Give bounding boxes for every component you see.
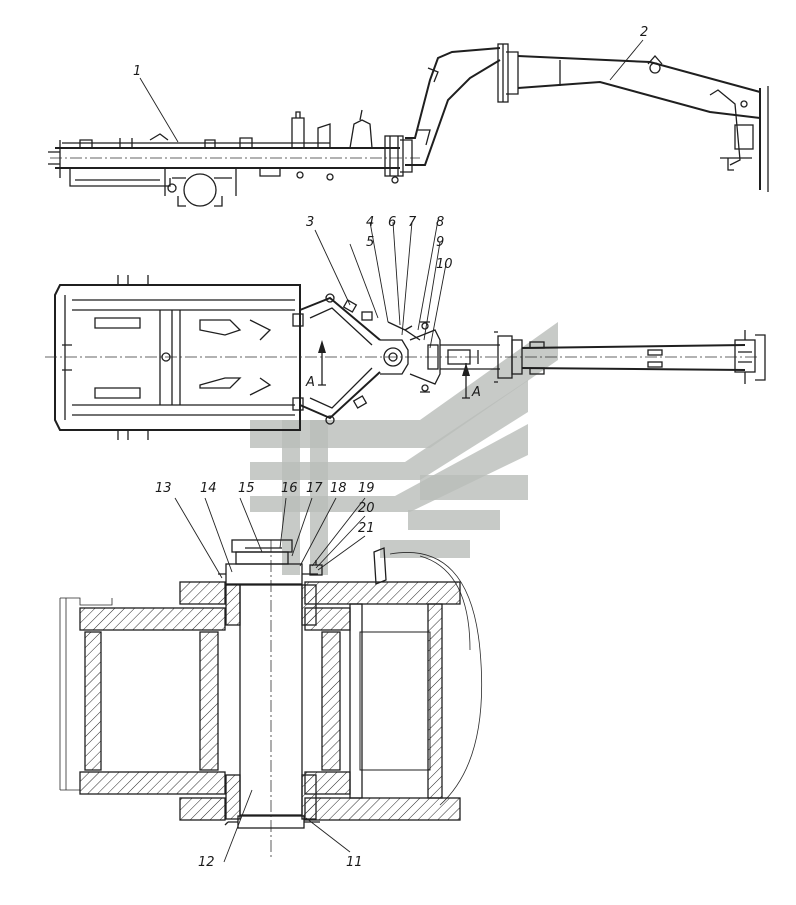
callout-16: 16 (281, 481, 298, 496)
callout-13: 13 (155, 481, 172, 496)
leader-14 (204, 497, 233, 573)
callout-20: 20 (358, 501, 375, 516)
leader-15 (239, 497, 263, 553)
callout-12: 12 (198, 855, 215, 870)
callout-1: 1 (133, 64, 141, 79)
leader-12 (223, 789, 253, 863)
callout-6: 6 (388, 215, 396, 230)
callout-labels: 1 2 3 4 5 6 7 8 9 10 11 12 13 14 15 16 1… (133, 25, 648, 870)
callout-9: 9 (436, 235, 444, 250)
section-view (59, 497, 483, 863)
callout-17: 17 (306, 481, 323, 496)
callout-7: 7 (408, 215, 417, 230)
leader-11 (305, 817, 351, 853)
callout-4: 4 (366, 215, 374, 230)
side-view (48, 39, 769, 207)
leader-7 (401, 221, 413, 336)
callout-2: 2 (640, 25, 648, 40)
leader-3 (314, 229, 351, 306)
leader-2 (609, 39, 644, 81)
section-mark-right: A (471, 385, 481, 400)
leader-17 (291, 497, 313, 557)
leader-8 (417, 219, 439, 331)
leader-5 (349, 243, 379, 319)
section-mark-left: A (305, 375, 315, 390)
callout-19: 19 (358, 481, 375, 496)
callout-11: 11 (346, 855, 363, 870)
leader-16 (279, 497, 287, 549)
callout-18: 18 (330, 481, 347, 496)
callout-15: 15 (238, 481, 255, 496)
callout-8: 8 (436, 215, 444, 230)
leader-21 (317, 535, 366, 571)
callout-10: 10 (436, 257, 453, 272)
leader-19 (311, 497, 366, 567)
callout-21: 21 (358, 521, 375, 536)
leader-4 (369, 221, 389, 323)
leader-13 (174, 497, 223, 579)
leader-18 (299, 497, 337, 567)
leader-9 (423, 241, 441, 341)
callout-14: 14 (200, 481, 217, 496)
watermark-logo (250, 322, 558, 575)
callout-3: 3 (306, 215, 314, 230)
top-view (45, 219, 766, 440)
callout-5: 5 (366, 235, 374, 250)
leader-20 (315, 515, 366, 569)
leader-10 (429, 263, 447, 349)
leader-1 (139, 77, 179, 143)
leader-6 (392, 221, 401, 326)
